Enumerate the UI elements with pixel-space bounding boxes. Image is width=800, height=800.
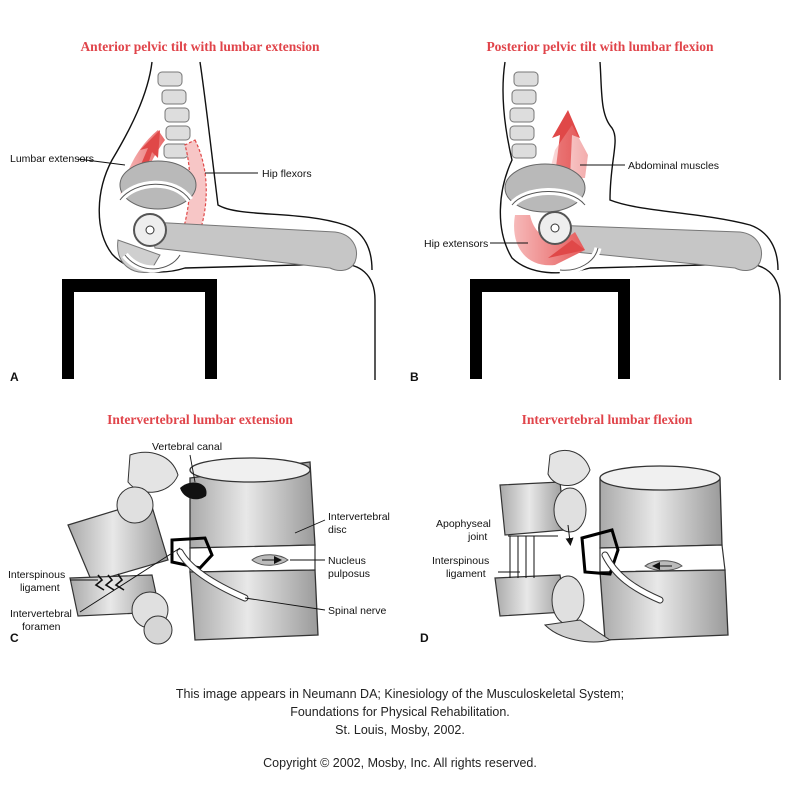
label-interspinous-ligament-d-line1: Interspinous xyxy=(432,555,489,567)
label-hip-flexors: Hip flexors xyxy=(262,168,312,180)
label-spinal-nerve: Spinal nerve xyxy=(328,605,387,617)
chair-b xyxy=(470,279,630,379)
panel-a: Anterior pelvic tilt with lumbar extensi… xyxy=(10,39,376,384)
panel-d-title: Intervertebral lumbar flexion xyxy=(522,412,693,427)
caption-line-1: This image appears in Neumann DA; Kinesi… xyxy=(175,687,625,701)
panel-c-letter: C xyxy=(10,631,19,645)
body-outline-a xyxy=(98,61,376,380)
interspinous-ligament-c xyxy=(94,573,125,591)
panel-b-title: Posterior pelvic tilt with lumbar flexio… xyxy=(486,39,714,54)
body-outline-b xyxy=(499,61,781,380)
label-intervertebral-foramen-line2: foramen xyxy=(22,621,61,633)
label-intervertebral-foramen-line1: Intervertebral xyxy=(10,608,72,620)
chair-a xyxy=(62,279,217,379)
label-interspinous-ligament-c-line1: Interspinous xyxy=(8,569,65,581)
panel-c-title: Intervertebral lumbar extension xyxy=(107,412,293,427)
apophyseal-joint-d xyxy=(565,524,574,546)
label-interspinous-ligament-d-line2: ligament xyxy=(446,568,486,580)
label-nucleus-pulposus-line1: Nucleus xyxy=(328,555,366,567)
panel-a-letter: A xyxy=(10,370,19,384)
panel-c: Intervertebral lumbar extension xyxy=(8,412,390,645)
label-intervertebral-disc-line1: Intervertebral xyxy=(328,511,390,523)
upper-vertebra-c xyxy=(67,451,316,583)
panel-a-title: Anterior pelvic tilt with lumbar extensi… xyxy=(80,39,320,54)
label-abdominal-muscles: Abdominal muscles xyxy=(628,160,719,172)
intervertebral-foramen-d xyxy=(580,528,620,576)
label-intervertebral-disc-line2: disc xyxy=(328,524,347,536)
panel-b-letter: B xyxy=(410,370,419,384)
caption-line-2: Foundations for Physical Rehabilitation. xyxy=(290,705,510,719)
label-nucleus-pulposus-line2: pulposus xyxy=(328,568,370,580)
label-hip-extensors: Hip extensors xyxy=(424,238,488,250)
lumbar-spine-a xyxy=(157,71,191,159)
lower-vertebra-d xyxy=(494,569,729,643)
lower-vertebra-c xyxy=(69,569,319,645)
label-interspinous-ligament-c-line2: ligament xyxy=(20,582,60,594)
panel-d: Intervertebral lumbar flexion Apophyseal… xyxy=(420,412,729,645)
panel-b: Posterior pelvic tilt with lumbar flexio… xyxy=(410,39,781,384)
upper-vertebra-d xyxy=(499,450,723,549)
lumbar-spine-b xyxy=(509,71,539,159)
label-apophyseal-joint-line2: joint xyxy=(467,531,487,543)
label-lumbar-extensors: Lumbar extensors xyxy=(10,153,94,165)
femur-b xyxy=(549,224,762,271)
label-apophyseal-joint-line1: Apophyseal xyxy=(436,518,491,530)
interspinous-ligament-d xyxy=(509,536,535,578)
panel-d-letter: D xyxy=(420,631,429,645)
femur-a xyxy=(149,221,357,271)
caption-line-3: St. Louis, Mosby, 2002. xyxy=(335,723,465,737)
copyright-line: Copyright © 2002, Mosby, Inc. All rights… xyxy=(263,756,537,770)
intervertebral-foramen-c xyxy=(170,536,214,570)
vertebral-canal xyxy=(180,482,207,500)
pelvis-b xyxy=(504,163,586,213)
label-vertebral-canal: Vertebral canal xyxy=(152,441,222,453)
